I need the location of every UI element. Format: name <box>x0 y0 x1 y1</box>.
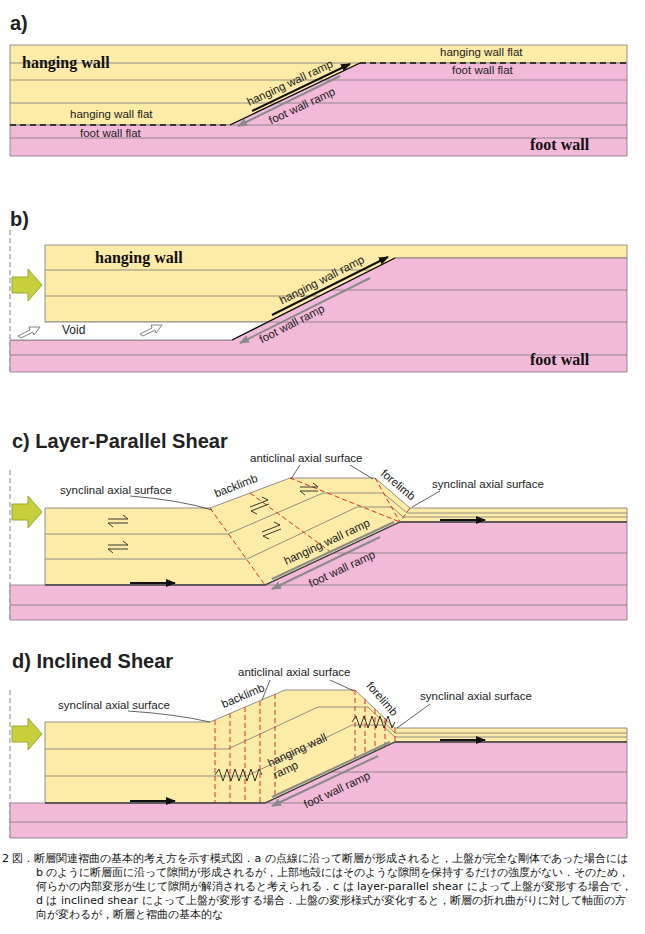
structure-label: synclinal axial surface <box>420 690 532 703</box>
slip-arrow <box>130 800 175 802</box>
leader-line <box>128 680 430 728</box>
axial-surface <box>215 690 395 803</box>
block-label: hanging wall <box>22 54 110 72</box>
panel-title: a) <box>10 12 28 34</box>
block-label: hanging wall <box>95 249 183 267</box>
structure-label: foot wall flat <box>452 64 513 77</box>
structure-label: hanging wall ramp <box>266 731 335 781</box>
void-arrow <box>140 325 162 336</box>
foot-wall-block <box>10 522 627 620</box>
void-arrow <box>18 327 40 338</box>
foot-wall-block <box>10 63 627 156</box>
structure-label: hanging wall flat <box>70 108 152 121</box>
push-arrow <box>12 269 42 301</box>
structure-label: foot wall ramp <box>302 769 372 811</box>
structure-label: anticlinal axial surface <box>238 666 351 679</box>
block-label: foot wall <box>530 351 589 369</box>
figure-caption: 2 図．断層関連褶曲の基本的考え方を示す模式図．a の点線に沿って断層が形成され… <box>2 852 634 922</box>
slip-arrow <box>440 739 485 741</box>
block-label: foot wall <box>530 136 589 154</box>
structure-label: foot wall flat <box>80 127 141 140</box>
panel-title: d) Inclined Shear <box>12 650 173 672</box>
structure-label: anticlinal axial surface <box>250 452 363 465</box>
structure-label: synclinal axial surface <box>432 478 544 491</box>
panel-title: b) <box>10 208 29 230</box>
void-gap <box>10 322 268 340</box>
push-arrow <box>12 718 42 750</box>
leader-line <box>130 465 440 510</box>
gap-label: Void <box>62 324 85 337</box>
panel-title: c) Layer-Parallel Shear <box>12 430 228 452</box>
fault-ramp <box>232 258 395 340</box>
slip-arrow <box>130 582 175 584</box>
slip-arrow <box>272 257 388 315</box>
structure-label: forelimb <box>364 679 400 718</box>
slip-arrow <box>440 519 485 521</box>
structure-label: foot wall ramp <box>257 302 327 346</box>
structure-label: hanging wall flat <box>440 46 522 59</box>
structure-label: backlimb <box>220 681 267 710</box>
structure-label: backlimb <box>213 472 260 500</box>
structure-label: foot wall ramp <box>307 548 377 590</box>
push-arrow <box>12 496 42 528</box>
structure-label: synclinal axial surface <box>58 699 170 712</box>
structure-label: hanging wall ramp <box>278 253 367 307</box>
structure-label: forelimb <box>378 467 417 503</box>
structure-label: synclinal axial surface <box>60 484 172 497</box>
